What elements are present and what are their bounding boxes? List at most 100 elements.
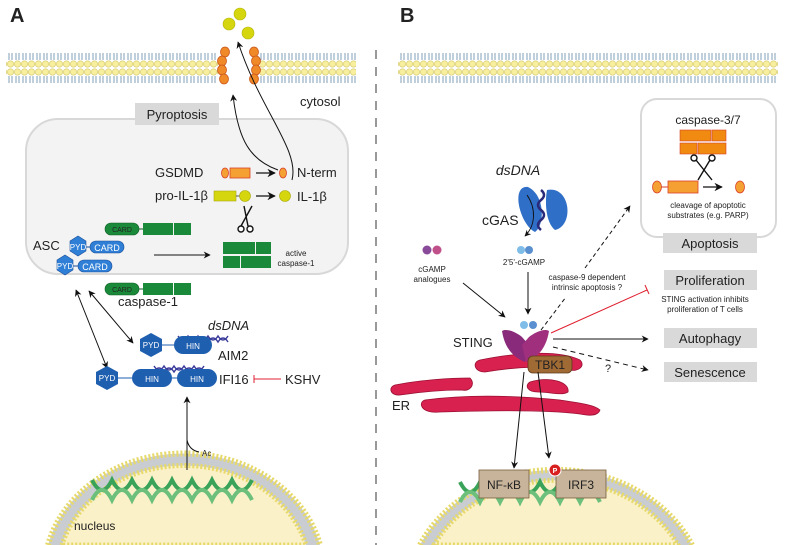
substrate-domain-left <box>652 180 662 194</box>
plasma-membrane-a-right <box>260 53 356 87</box>
card-label: CARD <box>94 243 120 253</box>
bound-cgamp-2 <box>529 321 537 329</box>
panel-label-b: B <box>400 5 414 27</box>
analogues-to-sting-arrow <box>462 282 506 318</box>
pyroptosis-label: Pyroptosis <box>147 107 208 122</box>
dsdna-cgas <box>536 189 546 231</box>
senescence-question: ? <box>605 363 611 375</box>
sting-label: STING <box>453 335 493 350</box>
tbk1-to-nfkb-arrow <box>511 371 525 469</box>
active-caspase1 <box>223 242 271 268</box>
panel-label-a: A <box>10 5 24 27</box>
card-label: CARD <box>112 227 132 234</box>
prolif-note-1: STING activation inhibits <box>661 295 749 304</box>
er-label: ER <box>392 398 410 413</box>
analogues-label-2: analogues <box>414 275 451 284</box>
phospho-label: P <box>553 468 558 475</box>
ifi16-protein: PYD HIN HIN <box>96 366 217 390</box>
cgas-lobe-left <box>518 186 542 232</box>
analogue-dot-2 <box>432 245 442 255</box>
cgamp-dot-2 <box>525 246 533 254</box>
nfkb-label: NF-κB <box>487 478 521 492</box>
casp9-label-1: caspase-9 dependent <box>549 273 627 282</box>
apoptosis-badge <box>663 233 757 253</box>
autophagy-badge <box>664 328 757 348</box>
apoptosis-dashed-arrow <box>584 205 631 269</box>
plasma-membrane-a-left <box>6 53 218 87</box>
ifi16-label: IFI16 <box>219 372 249 387</box>
cgas-synthesis-arrow <box>524 194 534 237</box>
hin-label: HIN <box>190 375 204 384</box>
asc-2: PYD CARD <box>56 254 113 276</box>
asc-ifi16-arrow <box>75 289 108 369</box>
dna-helix-b-strand <box>458 490 602 507</box>
nuclear-membrane-outer-b <box>417 466 695 545</box>
kshv-label: KSHV <box>285 372 321 387</box>
gsdmd-pore <box>217 46 261 85</box>
tbk1-label: TBK1 <box>535 358 565 372</box>
caspase37-label: caspase-3/7 <box>675 113 741 127</box>
nterm-to-pore-arrow <box>230 94 279 171</box>
proliferation-inhibition <box>550 289 648 334</box>
dsdna-label-b: dsDNA <box>496 162 540 178</box>
apoptosis-dashed-lower <box>540 296 567 331</box>
plasma-membrane-b <box>398 53 778 87</box>
pro-il1b-label: pro-IL-1β <box>155 188 208 203</box>
cleavage-label-2: substrates (e.g. PARP) <box>667 211 749 220</box>
autophagy-label: Autophagy <box>679 331 742 346</box>
il1b-label: IL-1β <box>297 189 327 204</box>
casp9-label-2: intrinsic apoptosis ? <box>552 283 623 292</box>
scissors-icon <box>690 154 716 181</box>
il1b-to-release-arrow <box>236 41 294 181</box>
pro-il1b-mature-domain <box>239 190 251 202</box>
pyd-label: PYD <box>70 243 87 252</box>
hin-label: HIN <box>145 375 159 384</box>
substrate-fragment <box>735 180 745 194</box>
card-label: CARD <box>112 287 132 294</box>
active-caspase1-label-1: active <box>286 249 307 258</box>
cgamp-dot-1 <box>517 246 525 254</box>
dna-helix-a-strand <box>90 488 254 505</box>
nterm-label: N-term <box>297 165 337 180</box>
cytosol-label: cytosol <box>300 94 341 109</box>
sting-monomer-2 <box>522 329 549 362</box>
nfkb-box <box>478 469 530 499</box>
apoptosis-label: Apoptosis <box>681 236 739 251</box>
senescence-badge <box>664 362 757 382</box>
dsdna-label-a: dsDNA <box>208 318 249 333</box>
analogue-dot-1 <box>422 245 432 255</box>
nucleus-a <box>59 462 309 545</box>
irf3-label: IRF3 <box>568 478 594 492</box>
pro-il1b-prodomain <box>213 190 237 202</box>
pyd-label: PYD <box>99 374 116 383</box>
scissors-icon <box>237 205 254 233</box>
asc-aim2-arrow <box>88 290 134 344</box>
acetylation-curve <box>186 439 200 453</box>
asc-1: PYD CARD <box>69 235 125 257</box>
bound-cgamp-1 <box>520 321 528 329</box>
aim2-label: AIM2 <box>218 348 248 363</box>
nterm-fragment <box>279 167 287 179</box>
phosphorylation-icon <box>548 463 562 477</box>
prolif-note-2: proliferation of T cells <box>667 305 743 314</box>
pyd-label: PYD <box>57 262 74 271</box>
gsdmd-cterm-domain <box>229 167 251 179</box>
il1b-mature <box>279 190 291 202</box>
ac-label: Ac <box>202 449 211 458</box>
card-label: CARD <box>82 262 108 272</box>
pyroptosis-badge <box>135 103 219 125</box>
proliferation-badge <box>664 270 757 290</box>
dsdna-ifi16-strand <box>153 364 205 371</box>
substrate-domain-mid <box>667 180 699 194</box>
inhibition-bar <box>644 284 650 295</box>
cleavage-label-1: cleavage of apoptotic <box>670 201 746 210</box>
hin-label: HIN <box>186 342 200 351</box>
gsdmd-label: GSDMD <box>155 165 203 180</box>
irf3-box <box>555 469 607 499</box>
senescence-label: Senescence <box>674 365 746 380</box>
pyd-label: PYD <box>143 341 160 350</box>
asc-label: ASC <box>33 238 60 253</box>
proliferation-label: Proliferation <box>675 273 744 288</box>
il1b-released <box>222 7 255 40</box>
